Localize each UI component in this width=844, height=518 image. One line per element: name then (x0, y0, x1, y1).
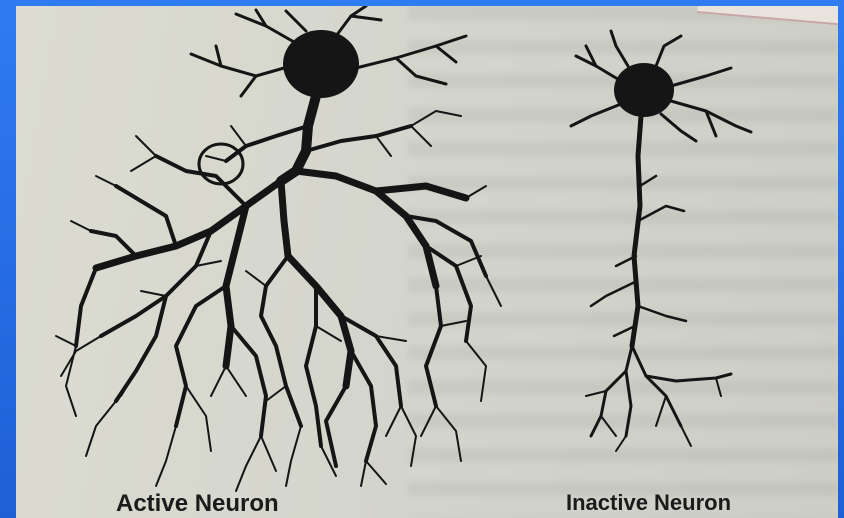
photo-of-book-page: Active Neuron Inactive Neuron (16, 6, 838, 518)
active-neuron-caption: Active Neuron (116, 490, 279, 518)
inactive-neuron-caption: Inactive Neuron (566, 490, 731, 516)
inactive-neuron (571, 31, 751, 451)
active-neuron (56, 6, 501, 491)
active-neuron-cell-body (283, 30, 359, 98)
neuron-illustration (16, 6, 838, 518)
inactive-neuron-cell-body (614, 63, 674, 117)
